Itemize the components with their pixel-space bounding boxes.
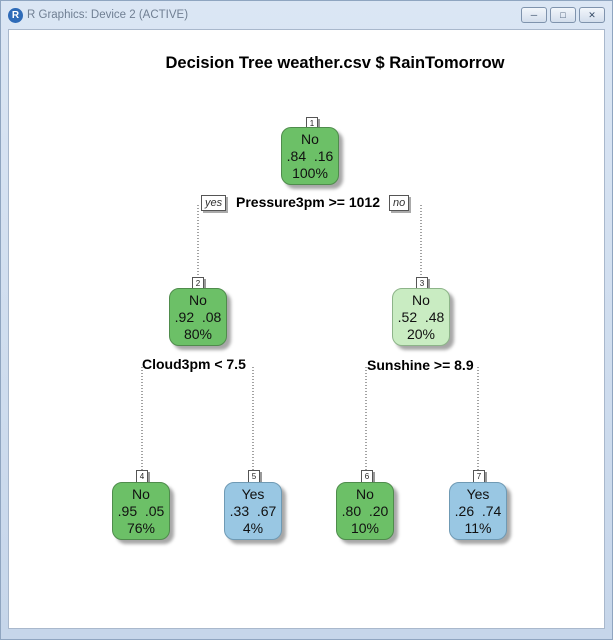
- node-percent: 4%: [242, 520, 264, 536]
- maximize-button[interactable]: □: [550, 7, 576, 23]
- node-class-label: No: [132, 486, 150, 502]
- tree-node-2: No .92 .08 80%: [169, 288, 227, 346]
- r-logo-icon: R: [8, 8, 23, 23]
- branch-tag-no: no: [389, 195, 410, 211]
- tree-edges: [141, 205, 479, 482]
- plot-area: Decision Tree weather.csv $ RainTomorrow…: [8, 29, 605, 629]
- node-class-label: No: [301, 131, 319, 147]
- title-bar[interactable]: R R Graphics: Device 2 (ACTIVE) ─ □ ✕: [1, 1, 612, 29]
- node-probs: .80 .20: [341, 503, 389, 519]
- node-class-label: Yes: [466, 486, 490, 502]
- maximize-icon: □: [560, 9, 566, 20]
- split-root: Pressure3pm >= 1012: [236, 194, 380, 210]
- node-percent: 100%: [292, 165, 328, 181]
- node-probs: .26 .74: [454, 503, 502, 519]
- tree-node-4: No .95 .05 76%: [112, 482, 170, 540]
- node-percent: 11%: [464, 520, 492, 536]
- split-right: Sunshine >= 8.9: [367, 357, 474, 373]
- node-percent: 20%: [406, 326, 436, 342]
- minimize-icon: ─: [530, 9, 538, 20]
- tree-node-1: No .84 .16 100%: [281, 127, 339, 185]
- node-class-label: Yes: [241, 486, 265, 502]
- plot-title: Decision Tree weather.csv $ RainTomorrow: [165, 54, 505, 72]
- node-percent: 76%: [126, 520, 156, 536]
- node-probs: .92 .08: [174, 309, 222, 325]
- window-bottom-border: [1, 630, 612, 639]
- node-percent: 80%: [183, 326, 213, 342]
- split-left: Cloud3pm < 7.5: [142, 356, 246, 372]
- node-probs: .52 .48: [397, 309, 445, 325]
- tree-node-7: Yes .26 .74 11%: [449, 482, 507, 540]
- node-probs: .95 .05: [117, 503, 165, 519]
- branch-tag-yes: yes: [201, 195, 227, 211]
- minimize-button[interactable]: ─: [521, 7, 547, 23]
- node-probs: .33 .67: [229, 503, 277, 519]
- window-title: R Graphics: Device 2 (ACTIVE): [27, 9, 189, 21]
- node-number-6: 6: [361, 470, 373, 483]
- window-controls: ─ □ ✕: [521, 7, 605, 23]
- node-class-label: No: [189, 292, 207, 308]
- node-class-label: No: [356, 486, 374, 502]
- close-button[interactable]: ✕: [579, 7, 605, 23]
- tree-node-5: Yes .33 .67 4%: [224, 482, 282, 540]
- tree-node-3: No .52 .48 20%: [392, 288, 450, 346]
- node-percent: 10%: [350, 520, 380, 536]
- node-class-label: No: [412, 292, 430, 308]
- close-icon: ✕: [588, 9, 596, 20]
- tree-node-6: No .80 .20 10%: [336, 482, 394, 540]
- node-probs: .84 .16: [286, 148, 334, 164]
